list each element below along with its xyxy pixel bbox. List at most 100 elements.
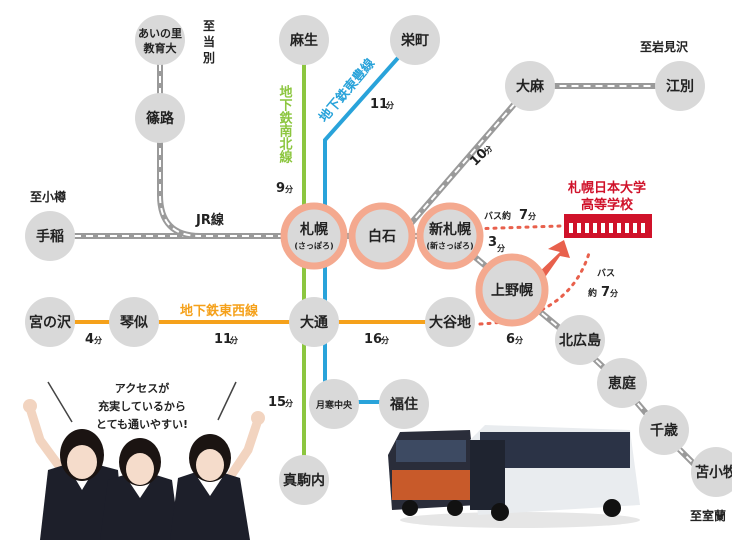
station-sapporo: 札幌 (さっぽろ) [280, 202, 348, 270]
dest-muroran: 至室蘭 [690, 508, 726, 523]
station-shinoro: 篠路 [135, 93, 185, 143]
svg-text:分: 分 [230, 335, 238, 345]
svg-text:福住: 福住 [389, 396, 418, 413]
station-teine: 手稲 [25, 211, 75, 261]
svg-text:アクセスが: アクセスが [115, 381, 169, 395]
time-kotoni: 11分 [214, 332, 238, 347]
station-ainosato: あいの里 教育大 [135, 15, 185, 65]
jr-line-label: JR線 [195, 212, 225, 228]
school-building-icon [564, 214, 652, 238]
station-shinsapporo: 新札幌 (新さっぽろ) [416, 202, 484, 270]
station-makomanai: 真駒内 [279, 455, 329, 505]
svg-text:分: 分 [610, 288, 618, 298]
svg-text:4: 4 [85, 332, 94, 347]
svg-text:9: 9 [276, 181, 285, 196]
station-odori: 大通 [289, 297, 339, 347]
station-kaminopporo: 上野幌 [475, 253, 549, 327]
svg-text:千歳: 千歳 [650, 422, 678, 439]
svg-text:琴似: 琴似 [120, 315, 148, 331]
bus-route-oyachi [478, 248, 592, 326]
time-odori-oyachi: 16分 [364, 332, 389, 347]
svg-text:北広島: 北広島 [559, 332, 601, 349]
svg-text:6: 6 [506, 332, 515, 347]
svg-text:江別: 江別 [666, 78, 694, 95]
svg-text:上野幌: 上野幌 [491, 282, 533, 299]
svg-text:苫小牧: 苫小牧 [695, 464, 732, 481]
svg-text:大麻: 大麻 [516, 78, 545, 95]
svg-text:11: 11 [214, 332, 232, 347]
svg-text:充実しているから: 充実しているから [98, 399, 186, 413]
station-chitose: 千歳 [639, 405, 689, 455]
bus-route-shinsapporo [468, 224, 562, 231]
nanboku-line-label: 地下鉄南北線 [277, 84, 293, 164]
svg-text:麻生: 麻生 [289, 32, 318, 49]
svg-text:約: 約 [588, 287, 597, 299]
svg-text:16: 16 [364, 332, 382, 347]
svg-text:月寒中央: 月寒中央 [315, 399, 353, 411]
svg-text:白石: 白石 [368, 228, 396, 245]
dest-iwamizawa: 至岩見沢 [640, 39, 689, 54]
svg-text:(さっぽろ): (さっぽろ) [294, 241, 333, 251]
station-kitahiroshima: 北広島 [555, 315, 605, 365]
speech-bubble: アクセスが 充実しているから とても通いやすい! [47, 381, 237, 431]
svg-text:分: 分 [285, 184, 293, 194]
svg-text:真駒内: 真駒内 [283, 472, 325, 489]
svg-text:篠路: 篠路 [146, 110, 175, 127]
station-sakaemachi: 栄町 [390, 15, 440, 65]
station-tomakomai: 苫小牧 [691, 447, 732, 497]
svg-text:分: 分 [515, 335, 523, 345]
svg-text:栄町: 栄町 [400, 32, 429, 49]
svg-text:分: 分 [285, 398, 293, 408]
svg-text:分: 分 [497, 243, 505, 253]
svg-text:札幌: 札幌 [299, 221, 328, 238]
dest-toubetsu-2: 当 [203, 34, 215, 49]
svg-text:宮の沢: 宮の沢 [29, 314, 72, 331]
station-fukuzumi: 福住 [379, 379, 429, 429]
svg-text:新札幌: 新札幌 [429, 221, 471, 238]
bus-time-a: バス約 7 分 [484, 208, 536, 223]
station-oyachi: 大谷地 [425, 297, 475, 347]
dest-toubetsu-1: 至 [203, 19, 215, 33]
bus-icon [388, 425, 640, 528]
time-toho: 11分 [370, 97, 394, 112]
svg-text:バス: バス [597, 268, 615, 279]
svg-text:分: 分 [386, 100, 394, 110]
svg-text:大通: 大通 [300, 314, 328, 331]
bus-time-b: バス 約 7 分 [588, 268, 618, 300]
svg-text:バス約: バス約 [484, 210, 511, 222]
svg-text:分: 分 [381, 335, 389, 345]
station-miyanosawa: 宮の沢 [25, 297, 75, 347]
station-ebetsu: 江別 [655, 61, 705, 111]
svg-text:手稲: 手稲 [36, 228, 64, 245]
svg-text:7: 7 [519, 208, 528, 223]
svg-text:教育大: 教育大 [143, 41, 177, 55]
students-photo [23, 399, 265, 540]
time-odori-makomanai: 15分 [268, 395, 293, 410]
svg-text:あいの里: あいの里 [138, 27, 182, 40]
station-shiroishi: 白石 [348, 202, 416, 270]
station-kotoni: 琴似 [109, 297, 159, 347]
svg-text:11: 11 [370, 97, 388, 112]
dest-otaru: 至小樽 [30, 189, 66, 204]
station-asabu: 麻生 [279, 15, 329, 65]
svg-text:恵庭: 恵庭 [608, 375, 637, 392]
svg-text:(新さっぽろ): (新さっぽろ) [426, 241, 473, 251]
station-eniwa: 恵庭 [597, 358, 647, 408]
svg-text:15: 15 [268, 395, 286, 410]
svg-text:大谷地: 大谷地 [429, 314, 471, 331]
station-tsukisamuchuo: 月寒中央 [309, 379, 359, 429]
school-name-line1: 札幌日本大学 [567, 180, 646, 196]
dest-toubetsu-3: 別 [202, 51, 215, 65]
svg-text:7: 7 [601, 285, 610, 300]
svg-text:分: 分 [94, 335, 102, 345]
tozai-line-label: 地下鉄東西線 [180, 303, 259, 319]
svg-text:3: 3 [488, 235, 497, 250]
station-oasa: 大麻 [505, 61, 555, 111]
svg-text:分: 分 [528, 211, 536, 221]
svg-text:とても通いやすい!: とても通いやすい! [96, 418, 188, 431]
